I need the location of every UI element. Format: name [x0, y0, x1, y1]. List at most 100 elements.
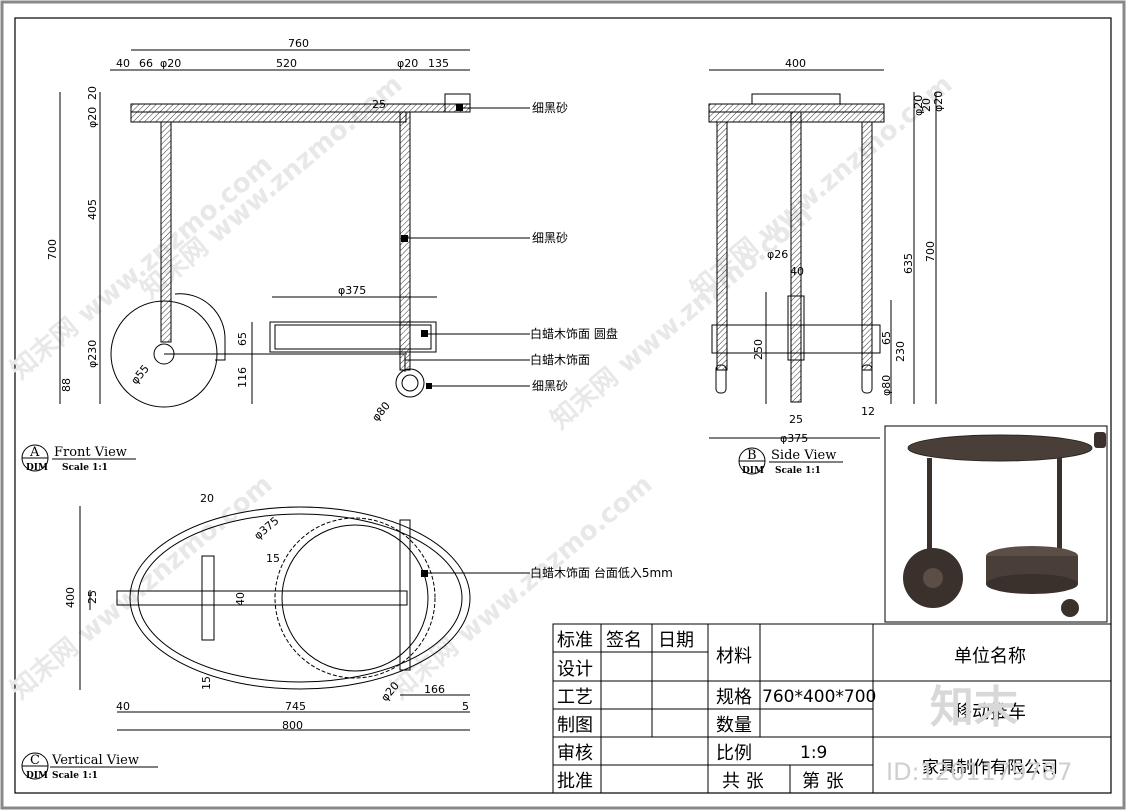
svg-text:设计: 设计 [557, 659, 593, 680]
svg-text:数量: 数量 [716, 715, 752, 736]
svg-text:φ375: φ375 [780, 432, 808, 445]
svg-text:φ20: φ20 [86, 107, 99, 128]
svg-text:φ20: φ20 [932, 91, 945, 112]
svg-text:φ20: φ20 [160, 57, 181, 70]
svg-text:745: 745 [285, 700, 306, 713]
svg-text:400: 400 [64, 587, 77, 608]
svg-text:65: 65 [880, 331, 893, 345]
svg-text:知末网 www.znzmo.com: 知末网 www.znzmo.com [5, 469, 278, 705]
svg-text:φ375: φ375 [338, 284, 366, 297]
svg-text:规格: 规格 [716, 687, 752, 708]
watermark-logo: 知末 ID:1201179787 [886, 682, 1072, 786]
dim-760: 760 [288, 37, 309, 50]
svg-text:Front View: Front View [54, 445, 127, 460]
svg-text:φ230: φ230 [86, 340, 99, 368]
svg-text:白蜡木饰面 圆盘: 白蜡木饰面 圆盘 [530, 326, 618, 341]
svg-text:40: 40 [790, 265, 804, 278]
svg-text:800: 800 [282, 719, 303, 732]
svg-text:25: 25 [86, 590, 99, 604]
svg-text:A: A [29, 445, 40, 460]
svg-text:12: 12 [861, 405, 875, 418]
side-view [708, 69, 937, 439]
vertical-view-label: C DIM Vertical View Scale 1:1 [21, 752, 158, 781]
svg-text:700: 700 [46, 239, 59, 260]
svg-text:φ55: φ55 [128, 362, 152, 387]
vertical-callout: 白蜡木饰面 台面低入5mm [530, 565, 673, 580]
svg-text:比例: 比例 [716, 743, 752, 764]
svg-text:知末网 www.znzmo.com: 知末网 www.znzmo.com [385, 469, 658, 705]
svg-text:66: 66 [139, 57, 153, 70]
svg-text:400: 400 [785, 57, 806, 70]
svg-text:88: 88 [60, 378, 73, 392]
svg-text:细黑砂: 细黑砂 [532, 101, 568, 115]
svg-text:DIM: DIM [26, 463, 48, 473]
svg-text:760*400*700: 760*400*700 [762, 687, 876, 707]
front-dims: 760 40 66 φ20 520 φ20 135 25 20 φ20 700 … [46, 37, 449, 424]
svg-text:工艺: 工艺 [557, 687, 593, 708]
front-view-label: A DIM Front View Scale 1:1 [21, 444, 136, 473]
svg-text:20: 20 [200, 492, 214, 505]
svg-text:家具制作有限公司: 家具制作有限公司 [922, 758, 1058, 778]
svg-text:B: B [747, 448, 757, 463]
product-render-image [884, 425, 1108, 623]
svg-text:635: 635 [902, 253, 915, 274]
svg-text:φ80: φ80 [880, 375, 893, 396]
svg-text:φ80: φ80 [369, 399, 393, 424]
side-view-label: B DIM Side View Scale 1:1 [738, 447, 843, 476]
svg-text:250: 250 [752, 339, 765, 360]
svg-text:Scale 1:1: Scale 1:1 [775, 466, 821, 476]
front-callout-markers [401, 104, 463, 389]
svg-text:移动推车: 移动推车 [954, 702, 1026, 723]
svg-text:40: 40 [116, 57, 130, 70]
svg-text:DIM: DIM [26, 771, 48, 781]
svg-text:5: 5 [462, 700, 469, 713]
svg-text:Scale 1:1: Scale 1:1 [62, 463, 108, 473]
svg-text:日期: 日期 [658, 630, 694, 651]
svg-text:Side View: Side View [771, 448, 836, 463]
vertical-view [79, 506, 530, 731]
vertical-callout-marker [421, 570, 428, 577]
front-callouts: 细黑砂 细黑砂 白蜡木饰面 圆盘 白蜡木饰面 细黑砂 [530, 101, 618, 393]
svg-text:知末网 www.znzmo.com: 知末网 www.znzmo.com [5, 149, 278, 385]
svg-text:15: 15 [266, 552, 280, 565]
svg-text:1:9: 1:9 [800, 743, 827, 763]
svg-text:签名: 签名 [606, 630, 642, 651]
side-dims: 400 φ20 20 φ20 700 635 φ26 40 250 65 230… [752, 57, 945, 445]
svg-text:405: 405 [86, 199, 99, 220]
svg-text:审核: 审核 [557, 743, 593, 764]
svg-text:ID:1201179787: ID:1201179787 [886, 758, 1072, 786]
svg-text:共 张: 共 张 [722, 771, 764, 792]
svg-text:230: 230 [894, 341, 907, 362]
svg-text:标准: 标准 [557, 630, 593, 651]
svg-text:25: 25 [789, 413, 803, 426]
svg-text:700: 700 [924, 241, 937, 262]
svg-text:116: 116 [236, 367, 249, 388]
title-block-text: 标准 签名 日期 材料 单位名称 设计 工艺 规格 760*400*700 制图… [557, 630, 1058, 792]
svg-text:166: 166 [424, 683, 445, 696]
svg-text:单位名称: 单位名称 [954, 646, 1026, 667]
svg-text:Scale 1:1: Scale 1:1 [52, 771, 98, 781]
svg-text:第 张: 第 张 [802, 771, 844, 792]
svg-text:135: 135 [428, 57, 449, 70]
svg-text:材料: 材料 [716, 646, 752, 667]
svg-text:知末: 知末 [930, 682, 1018, 733]
svg-text:520: 520 [276, 57, 297, 70]
svg-text:65: 65 [236, 332, 249, 346]
svg-text:φ375: φ375 [252, 514, 282, 542]
svg-text:φ26: φ26 [767, 248, 788, 261]
svg-text:φ20: φ20 [397, 57, 418, 70]
svg-text:白蜡木饰面: 白蜡木饰面 [530, 352, 590, 367]
watermark: 知末网 www.znzmo.com 知末网 www.znzmo.com 知末网 … [5, 69, 958, 705]
svg-text:Vertical View: Vertical View [51, 753, 139, 768]
svg-text:DIM: DIM [742, 466, 764, 476]
svg-text:15: 15 [200, 676, 213, 690]
svg-text:细黑砂: 细黑砂 [532, 379, 568, 393]
title-block [552, 623, 1112, 794]
svg-text:40: 40 [234, 592, 247, 606]
svg-text:批准: 批准 [557, 771, 593, 792]
svg-text:40: 40 [116, 700, 130, 713]
svg-text:20: 20 [920, 98, 933, 112]
svg-text:细黑砂: 细黑砂 [532, 231, 568, 245]
svg-text:制图: 制图 [557, 715, 593, 736]
